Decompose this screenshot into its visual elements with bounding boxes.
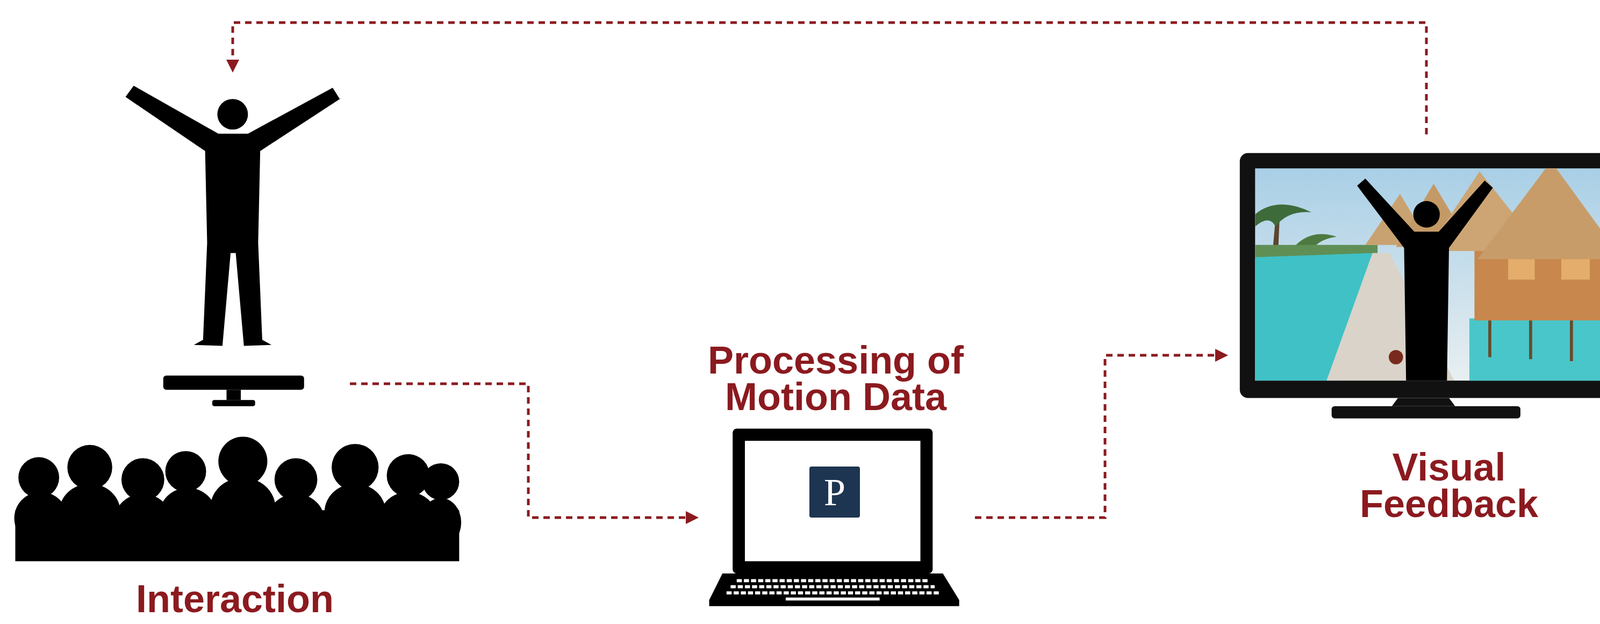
processing-logo: P	[809, 466, 860, 518]
sensor-bar	[163, 375, 305, 391]
arrow-head	[226, 59, 240, 73]
ball	[1388, 349, 1404, 365]
monitor-stand	[1331, 406, 1521, 419]
dashed-arrow	[226, 22, 1427, 135]
head	[121, 457, 165, 501]
interaction-group: Interaction	[13, 72, 350, 622]
shoulders	[14, 491, 68, 545]
head	[18, 457, 60, 499]
body	[125, 85, 341, 346]
screen-silhouette-head	[1413, 201, 1440, 228]
dashed-line	[232, 22, 1427, 135]
head	[422, 463, 459, 500]
head	[67, 445, 113, 491]
key-row	[730, 585, 935, 589]
head	[386, 454, 430, 498]
arrow-head	[685, 511, 699, 525]
space-bar	[785, 597, 880, 601]
processing-laptop: Processing of Motion DataP	[698, 341, 975, 611]
dashed-arrow	[349, 383, 699, 525]
node-heading: Interaction	[122, 580, 348, 617]
head	[331, 443, 379, 491]
node-heading: Visual Feedback	[1346, 448, 1552, 523]
shoulders	[267, 493, 325, 548]
shoulders	[159, 488, 217, 544]
sensor-neck	[226, 389, 241, 400]
dashed-line	[349, 383, 688, 518]
arrow-head	[1215, 348, 1229, 362]
hut-roof	[1477, 168, 1600, 260]
beach-scene	[1254, 168, 1600, 381]
dashed-arrow	[974, 348, 1229, 518]
kinect-sensor	[163, 375, 305, 407]
laptop-base	[709, 573, 960, 607]
node-heading: Processing of Motion Data	[698, 341, 973, 416]
laptop-icon	[709, 428, 960, 606]
presenter-silhouette	[125, 85, 341, 346]
visual-feedback-monitor: Visual Feedback	[1228, 134, 1597, 530]
laptop-lid	[732, 428, 933, 574]
shoulders	[210, 477, 276, 540]
hut-window	[1508, 256, 1535, 280]
sea	[1469, 318, 1600, 381]
monitor-icon	[1239, 153, 1600, 419]
monitor-neck	[1392, 397, 1456, 406]
screen-silhouette-body	[1357, 178, 1494, 381]
laptop-screen	[744, 440, 921, 562]
shoulders	[420, 498, 462, 548]
hut-stilts	[1489, 320, 1572, 362]
palm-leaves	[1254, 204, 1311, 227]
key-row	[726, 591, 942, 595]
head	[218, 436, 268, 486]
dashed-line	[974, 355, 1218, 518]
shoulders	[59, 483, 121, 541]
head	[274, 457, 318, 501]
head	[165, 450, 207, 492]
audience-silhouette	[14, 436, 462, 562]
key-row	[736, 578, 929, 583]
shoulders	[324, 483, 386, 541]
sensor-base	[212, 399, 256, 406]
head	[217, 98, 248, 130]
